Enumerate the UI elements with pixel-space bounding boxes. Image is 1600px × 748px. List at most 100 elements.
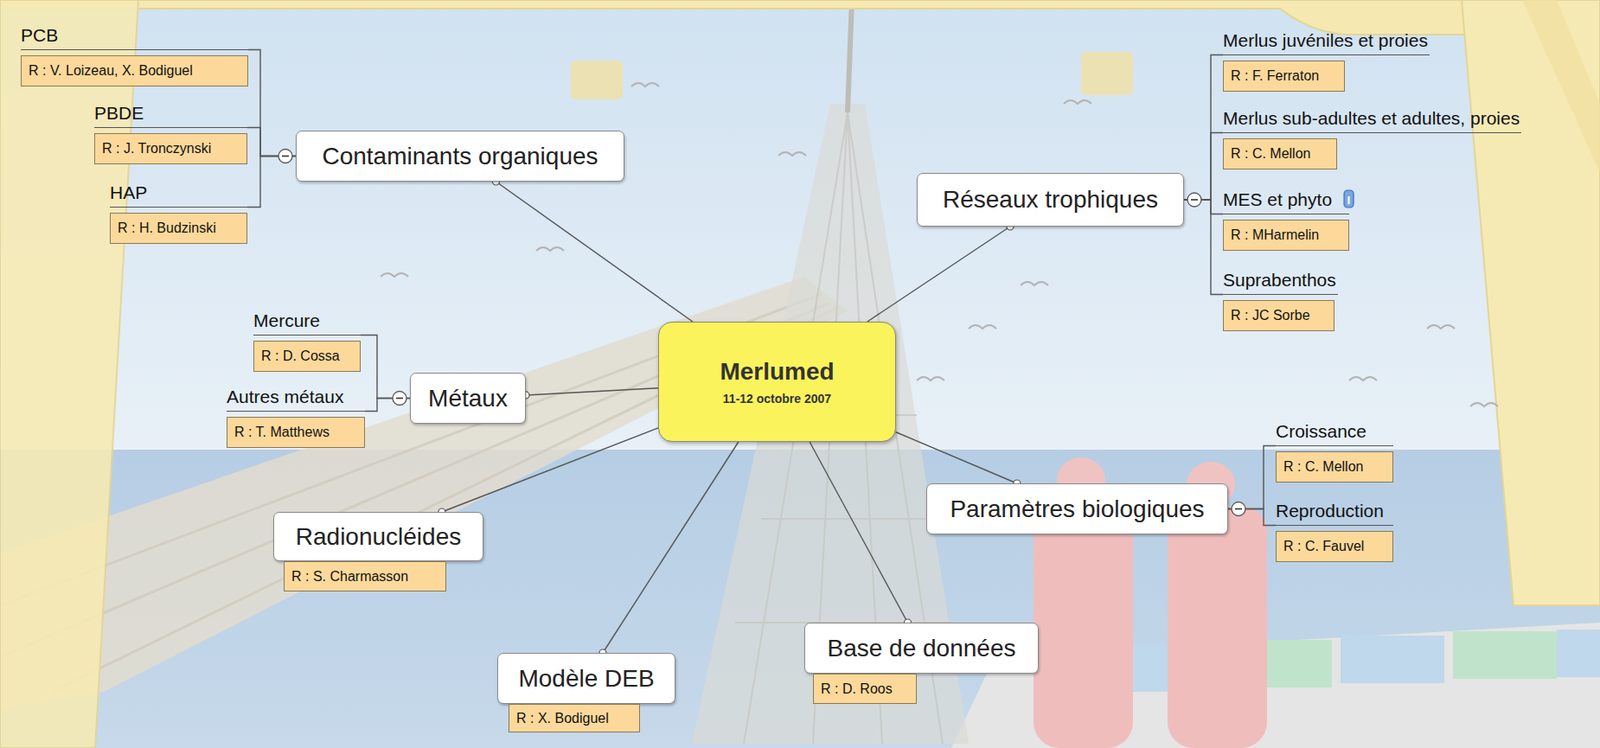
subtopic-heading: Reproduction — [1275, 499, 1394, 526]
responsible-name: R : V. Loizeau, X. Bodiguel — [28, 63, 193, 79]
subtopic-heading: PBDE — [94, 102, 248, 128]
subtopic-title: Croissance — [1275, 421, 1367, 442]
responsible-name: R : C. Mellon — [1230, 146, 1311, 162]
subtopic: Suprabenthos R : JC Sorbe — [1222, 268, 1338, 332]
responsible-box: R : H. Budzinski — [109, 212, 248, 244]
subtopic: Croissance R : C. Mellon — [1275, 420, 1394, 483]
info-icon-mark — [1348, 196, 1351, 205]
connector-line — [602, 441, 739, 653]
box-row: R : C. Mellon — [1222, 138, 1522, 170]
responsible-box: R : C. Mellon — [1275, 451, 1394, 483]
box-row: R : JC Sorbe — [1222, 300, 1338, 332]
subtopic-title: PCB — [20, 25, 58, 45]
connector-line — [247, 156, 296, 208]
connector-line — [441, 428, 659, 512]
responsible-box: R : F. Ferraton — [1222, 60, 1345, 92]
responsible-box: R : MHarmelin — [1222, 219, 1350, 251]
subtopic-heading: Merlus sub-adultes et adultes, proies — [1222, 107, 1522, 134]
branch-topic: Réseaux trophiques — [916, 172, 1184, 227]
responsible-box: R : D. Cossa — [253, 340, 361, 372]
box-row: R : H. Budzinski — [109, 212, 248, 244]
branch-title: Métaux — [428, 384, 508, 413]
subtopic-title: Reproduction — [1275, 500, 1384, 521]
box-row: R : C. Mellon — [1275, 451, 1394, 483]
branch-title: Modèle DEB — [518, 665, 654, 693]
central-topic: Merlumed 11-12 octobre 2007 — [658, 321, 896, 442]
collapse-symbol — [1187, 192, 1202, 207]
branch-topic: Radionucléides — [273, 512, 484, 562]
branch-topic: Paramètres biologiques — [926, 483, 1229, 535]
subtopic-heading: HAP — [109, 181, 248, 208]
subtopic: Autres métaux R : T. Matthews — [226, 385, 365, 448]
responsible-box: R : D. Roos — [812, 673, 917, 704]
subtopic-heading: Croissance — [1275, 420, 1394, 447]
subtopic-title: Merlus juvéniles et proies — [1222, 30, 1428, 51]
branch-topic: Contaminants organiques — [295, 130, 625, 182]
responsible-box: R : J. Tronczynski — [94, 133, 248, 165]
subtopic-title: HAP — [109, 182, 148, 203]
connector-line — [1184, 54, 1223, 200]
collapse-symbol — [392, 391, 407, 406]
connector-line — [867, 226, 1011, 322]
box-row: R : V. Loizeau, X. Bodiguel — [20, 55, 249, 87]
collapse-minus — [1235, 508, 1242, 511]
box-row: R : C. Fauvel — [1275, 531, 1394, 563]
responsible-name: R : H. Budzinski — [117, 220, 217, 237]
connector-line — [809, 441, 908, 623]
subtopic-heading: PCB — [20, 24, 249, 51]
responsible-box: R : JC Sorbe — [1222, 300, 1335, 332]
responsible-name: R : T. Matthews — [234, 424, 330, 441]
connector-line — [1184, 132, 1223, 200]
responsible-name: R : C. Mellon — [1283, 459, 1364, 475]
subtopic-heading: Autres métaux — [226, 385, 365, 412]
responsible-name: R : S. Charmasson — [291, 569, 409, 585]
subtopic-heading: Suprabenthos — [1222, 268, 1338, 295]
collapse-minus — [1190, 198, 1198, 201]
subtopic: Merlus juvéniles et proies R : F. Ferrato… — [1222, 29, 1430, 92]
subtopic-title: MES et phyto — [1222, 189, 1332, 210]
connector-line — [495, 181, 692, 322]
subtopic-heading: MES et phyto — [1222, 188, 1350, 215]
box-row: R : T. Matthews — [226, 416, 365, 448]
responsible-name: R : D. Cossa — [261, 348, 340, 365]
responsible-name: R : MHarmelin — [1230, 227, 1319, 244]
connector-line — [248, 49, 296, 156]
responsible-box: R : C. Mellon — [1222, 138, 1338, 170]
subtopic: MES et phyto R : MHarmelin — [1222, 188, 1350, 251]
collapse-symbol — [278, 149, 293, 164]
box-row: R : MHarmelin — [1222, 219, 1350, 251]
subtopic: PBDE R : J. Tronczynski — [94, 102, 248, 165]
branch-topic: Métaux — [409, 372, 526, 424]
subtopic-title: Autres métaux — [226, 386, 344, 407]
responsible-box: R : C. Fauvel — [1275, 531, 1394, 563]
responsible-box: R : S. Charmasson — [283, 561, 447, 592]
responsible-box: R : X. Bodiguel — [508, 704, 640, 733]
branch-title: Réseaux trophiques — [942, 185, 1159, 214]
responsible-box: R : T. Matthews — [226, 416, 365, 448]
info-icon — [1344, 190, 1354, 208]
branch-title: Paramètres biologiques — [949, 495, 1204, 524]
branch-title: Base de données — [827, 634, 1017, 663]
box-row: R : J. Tronczynski — [94, 133, 248, 165]
box-row: R : F. Ferraton — [1222, 60, 1430, 92]
box-row: R : D. Cossa — [253, 340, 361, 372]
connector-line — [525, 388, 659, 396]
connector-line — [896, 432, 1018, 484]
subtopic: Mercure R : D. Cossa — [253, 309, 361, 372]
responsible-name: R : JC Sorbe — [1230, 307, 1311, 324]
responsible-name: R : J. Tronczynski — [102, 140, 212, 157]
responsible-name: R : D. Roos — [820, 681, 893, 698]
branch-title: Contaminants organiques — [321, 142, 598, 171]
topic-title: Merlumed — [719, 357, 834, 387]
subtopic-title: Merlus sub-adultes et adultes, proies — [1222, 108, 1520, 128]
subtopic-title: Mercure — [253, 310, 320, 331]
topic-date: 11-12 octobre 2007 — [723, 391, 832, 407]
connector-line — [1184, 199, 1223, 295]
responsible-name: R : X. Bodiguel — [516, 710, 609, 727]
connector-line — [1228, 445, 1276, 509]
subtopic-title: Suprabenthos — [1222, 269, 1337, 290]
subtopic-title: PBDE — [94, 102, 144, 123]
collapse-minus — [396, 397, 404, 400]
connector-line — [360, 334, 410, 398]
